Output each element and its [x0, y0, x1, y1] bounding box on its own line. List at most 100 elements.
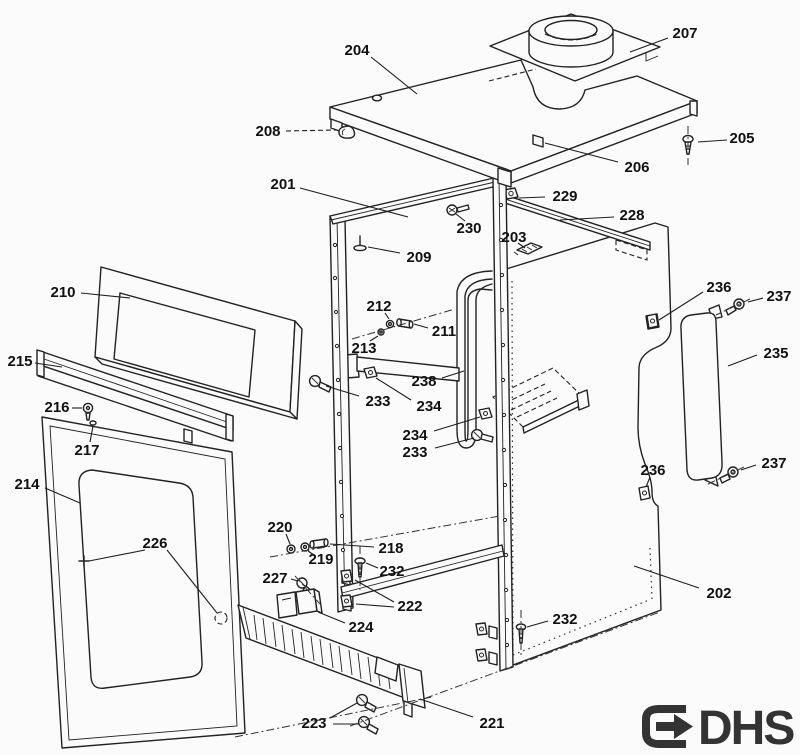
screw-216: [82, 402, 94, 421]
part-label-232: 232: [379, 563, 404, 580]
part-label-233: 233: [402, 444, 427, 461]
screw-223-b: [357, 715, 379, 735]
part-label-205: 205: [729, 130, 754, 147]
leader-line-232: [526, 620, 549, 628]
leader-line-220: [285, 533, 291, 545]
clip-222-c: [475, 622, 488, 636]
leader-line-205: [697, 139, 728, 143]
leader-line-203: [517, 242, 526, 249]
part-label-234: 234: [416, 398, 442, 415]
part-label-221: 221: [479, 715, 504, 732]
part-label-213: 213: [351, 340, 376, 357]
screw-237-top: [725, 298, 745, 316]
leader-line-212: [384, 312, 390, 320]
screw-223-a: [355, 693, 377, 713]
leader-line-234: [433, 416, 481, 432]
part-label-235: 235: [763, 345, 788, 362]
arrow-right-icon: [656, 714, 693, 739]
leader-line-233: [434, 437, 475, 449]
clip-222-b: [340, 594, 353, 608]
part-label-204: 204: [344, 42, 370, 59]
part-label-202: 202: [706, 585, 731, 602]
part-label-238: 238: [411, 373, 436, 390]
fasteners: [82, 125, 745, 735]
clip-203: [513, 242, 543, 256]
part-label-230: 230: [456, 220, 481, 237]
part-label-212: 212: [366, 298, 391, 315]
leader-line-237: [740, 464, 757, 471]
support-tube-238: [340, 353, 460, 382]
leader-line-211: [413, 323, 429, 329]
part-label-227: 227: [262, 570, 287, 587]
leader-line-213: [369, 335, 379, 342]
part-label-207: 207: [672, 25, 697, 42]
part-label-203: 203: [501, 229, 526, 246]
leader-line-229: [518, 196, 546, 199]
part-label-236: 236: [640, 462, 665, 479]
part-label-209: 209: [406, 249, 431, 266]
part-label-228: 228: [619, 207, 644, 224]
part-label-237: 237: [761, 455, 786, 472]
leader-line-236: [645, 476, 651, 488]
part-label-229: 229: [552, 188, 577, 205]
part-label-218: 218: [378, 540, 403, 557]
washer-217: [89, 420, 97, 426]
leader-line-223: [329, 702, 358, 719]
door-handle-215: [36, 349, 234, 442]
leader-line-226: [88, 549, 146, 562]
part-label-217: 217: [74, 442, 99, 459]
part-label-222: 222: [397, 598, 422, 615]
screw-230: [446, 204, 470, 216]
screw-233-left: [308, 374, 332, 393]
leader-line-209: [367, 246, 401, 254]
vent-grille-221: [237, 604, 426, 718]
part-label-216: 216: [44, 399, 69, 416]
leader-line-215: [34, 362, 63, 368]
bolt-218: [309, 538, 329, 549]
oven-door-214: [41, 416, 246, 749]
leader-line-218: [329, 543, 375, 548]
leader-line-232: [365, 562, 379, 569]
front-frame-201: [329, 177, 514, 672]
leader-line-230: [455, 213, 466, 222]
arrow-badge-icon: [642, 705, 686, 748]
clip-222-d: [475, 648, 488, 662]
washer-220: [286, 544, 296, 554]
part-label-214: 214: [14, 476, 40, 493]
part-labels: 201 202 203 204 205 206 207 208 209 210 211 212 213 2…: [7, 25, 791, 732]
bracket-224: [276, 588, 323, 619]
clip-222-a: [340, 569, 353, 583]
leader-line-224: [317, 611, 346, 624]
leader-line-236: [658, 291, 704, 321]
part-label-219: 219: [308, 551, 333, 568]
part-label-208: 208: [255, 123, 280, 140]
leader-line-219: [307, 550, 315, 556]
part-label-211: 211: [432, 323, 456, 340]
flue-collar-207: [489, 13, 661, 82]
part-label-237: 237: [766, 288, 791, 305]
washer-219: [300, 542, 310, 552]
part-label-201: 201: [270, 176, 295, 193]
leader-line-201: [299, 187, 409, 218]
part-label-224: 224: [348, 619, 374, 636]
leader-line-237: [747, 297, 764, 303]
leader-line-210: [80, 292, 131, 299]
hole-mark-226: [78, 555, 90, 567]
logo-text: DHS: [698, 702, 794, 755]
part-label-215: 215: [7, 353, 32, 370]
part-label-206: 206: [624, 159, 649, 176]
part-label-223: 223: [301, 715, 326, 732]
part-label-233: 233: [365, 393, 390, 410]
side-cover-235: [680, 304, 723, 487]
leader-line-238: [441, 370, 465, 379]
oven-shelf: [492, 367, 590, 434]
part-label-232: 232: [552, 611, 577, 628]
screw-237-bottom: [719, 466, 739, 484]
part-label-210: 210: [50, 284, 75, 301]
leader-line-204: [370, 56, 418, 95]
part-label-226: 226: [142, 535, 167, 552]
leader-line-221: [419, 698, 474, 718]
clip-236-top: [646, 313, 659, 329]
part-label-236: 236: [706, 279, 731, 296]
